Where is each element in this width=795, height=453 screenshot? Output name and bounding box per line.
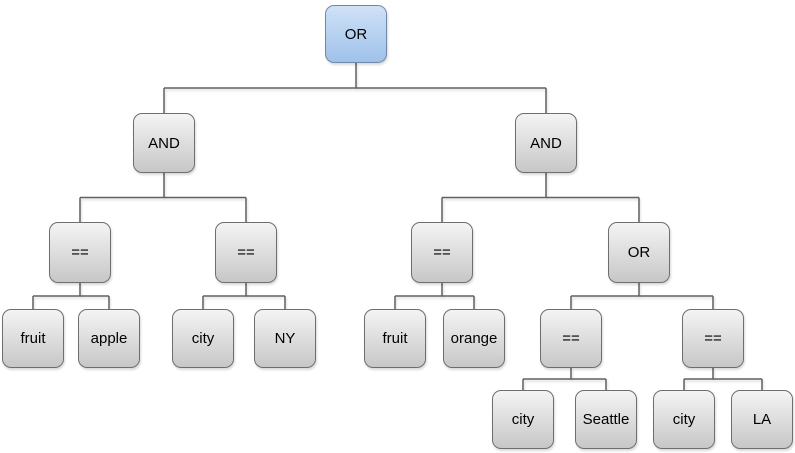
connector-eq-fruit-apple — [32, 283, 110, 309]
connector-or-root — [163, 63, 547, 113]
connector-eq-fruit-orange — [394, 283, 475, 309]
tree-node-and-left[interactable]: AND — [133, 113, 195, 173]
connector-eq-city-la — [683, 368, 763, 390]
tree-node-apple[interactable]: apple — [78, 309, 140, 368]
tree-node-city-1[interactable]: city — [172, 309, 234, 368]
tree-node-city-3[interactable]: city — [653, 390, 715, 449]
connector-and-left — [79, 173, 247, 222]
tree-node-seattle[interactable]: Seattle — [575, 390, 637, 449]
tree-node-city-2[interactable]: city — [492, 390, 554, 449]
tree-node-fruit-2[interactable]: fruit — [364, 309, 426, 368]
connector-eq-city-seattle — [522, 368, 607, 390]
tree-node-eq-city-la[interactable]: == — [682, 309, 744, 368]
tree-node-eq-fruit-orange[interactable]: == — [411, 222, 473, 283]
tree-node-la[interactable]: LA — [731, 390, 793, 449]
tree-node-and-right[interactable]: AND — [515, 113, 577, 173]
connector-or-city — [570, 283, 714, 309]
tree-node-eq-city-ny[interactable]: == — [215, 222, 277, 283]
tree-node-or-root[interactable]: OR — [325, 5, 387, 63]
tree-node-eq-fruit-apple[interactable]: == — [49, 222, 111, 283]
tree-node-eq-city-seattle[interactable]: == — [540, 309, 602, 368]
connector-eq-city-ny — [202, 283, 286, 309]
tree-node-or-city[interactable]: OR — [608, 222, 670, 283]
tree-node-fruit-1[interactable]: fruit — [2, 309, 64, 368]
tree-node-ny[interactable]: NY — [254, 309, 316, 368]
tree-node-orange[interactable]: orange — [443, 309, 505, 368]
connector-and-right — [441, 173, 640, 222]
